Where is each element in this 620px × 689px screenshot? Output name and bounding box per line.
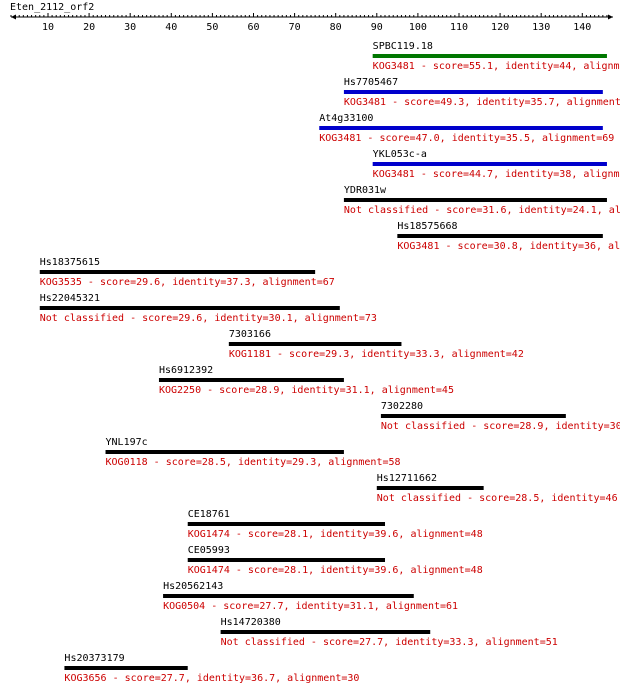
ruler-tick-label: 140 — [573, 22, 591, 33]
hit-id-label[interactable]: Hs18375615 — [40, 257, 100, 268]
hit-annotation[interactable]: KOG1181 - score=29.3, identity=33.3, ali… — [229, 349, 524, 360]
hit-id-label[interactable]: YKL053c-a — [373, 149, 427, 160]
ruler-tick-label: 40 — [165, 22, 177, 33]
ruler-tick-label: 90 — [371, 22, 383, 33]
hit-annotation[interactable]: KOG1474 - score=28.1, identity=39.6, ali… — [188, 529, 483, 540]
hit-id-label[interactable]: CE05993 — [188, 545, 230, 556]
hit-annotation[interactable]: KOG3481 - score=44.7, identity=38, align… — [373, 169, 620, 180]
ruler-tick-label: 10 — [42, 22, 54, 33]
hit-alignment-bar[interactable] — [319, 126, 603, 130]
hit-id-label[interactable]: CE18761 — [188, 509, 230, 520]
hit-id-label[interactable]: Hs6912392 — [159, 365, 213, 376]
hit-id-label[interactable]: Hs18575668 — [397, 221, 457, 232]
hit-id-label[interactable]: SPBC119.18 — [373, 41, 433, 52]
hit-alignment-bar[interactable] — [39, 270, 316, 274]
hit-annotation[interactable]: KOG3656 - score=27.7, identity=36.7, ali… — [64, 673, 359, 684]
hit-id-label[interactable]: Hs14720380 — [221, 617, 281, 628]
ruler-ticks: 10 20 30 40 50 60 70 80 90 100 110 120 130 140 — [10, 13, 613, 33]
hit-id-label[interactable]: YDR031w — [344, 185, 387, 196]
hit-annotation[interactable]: KOG3535 - score=29.6, identity=37.3, ali… — [40, 277, 335, 288]
hit-annotation[interactable]: Not classified - score=28.5, identity=46… — [377, 493, 620, 504]
ruler-tick-label: 130 — [532, 22, 550, 33]
hit-alignment-bar[interactable] — [343, 90, 603, 94]
hit-annotation[interactable]: Not classified - score=27.7, identity=33… — [221, 637, 558, 648]
ruler-tick-label: 80 — [330, 22, 342, 33]
hit-alignment-bar[interactable] — [372, 54, 607, 58]
hit-annotation[interactable]: KOG0504 - score=27.7, identity=31.1, ali… — [163, 601, 458, 612]
hit-id-label[interactable]: Hs7705467 — [344, 77, 398, 88]
hit-alignment-bar[interactable] — [228, 342, 402, 346]
hit-alignment-bar[interactable] — [163, 594, 414, 598]
hit-alignment-bar[interactable] — [39, 306, 340, 310]
hit-alignment-bar[interactable] — [343, 198, 607, 202]
hit-annotation[interactable]: Not classified - score=29.6, identity=30… — [40, 313, 377, 324]
ruler-tick-label: 70 — [289, 22, 301, 33]
hit-alignment-bar[interactable] — [187, 522, 386, 526]
hit-annotation[interactable]: KOG3481 - score=49.3, identity=35.7, ali… — [344, 97, 620, 108]
hit-id-label[interactable]: 7303166 — [229, 329, 271, 340]
hit-alignment-bar[interactable] — [380, 414, 566, 418]
hit-annotation[interactable]: KOG3481 - score=55.1, identity=44, align… — [373, 61, 620, 72]
ruler-tick-label: 110 — [450, 22, 468, 33]
hit-annotation[interactable]: KOG2250 - score=28.9, identity=31.1, ali… — [159, 385, 454, 396]
ruler-tick-label: 30 — [124, 22, 136, 33]
hit-alignment-bar[interactable] — [220, 630, 431, 634]
hit-annotation[interactable]: Not classified - score=28.9, identity=30… — [381, 421, 620, 432]
hit-id-label[interactable]: YNL197c — [106, 437, 148, 448]
hit-id-label[interactable]: 7302280 — [381, 401, 423, 412]
hit-alignment-bar[interactable] — [187, 558, 386, 562]
hit-annotation[interactable]: KOG3481 - score=47.0, identity=35.5, ali… — [319, 133, 614, 144]
hit-alignment-bar[interactable] — [158, 378, 344, 382]
ruler-right-arrow — [608, 14, 613, 20]
hit-id-label[interactable]: Hs20562143 — [163, 581, 223, 592]
ruler-tick-label: 120 — [491, 22, 509, 33]
hit-annotation[interactable]: KOG1474 - score=28.1, identity=39.6, ali… — [188, 565, 483, 576]
ruler-tick-label: 60 — [247, 22, 259, 33]
hit-annotation[interactable]: KOG3481 - score=30.8, identity=36, align… — [397, 241, 620, 252]
hit-alignment-bar[interactable] — [105, 450, 344, 454]
ruler-tick-label: 20 — [83, 22, 95, 33]
ruler-tick-label: 50 — [206, 22, 218, 33]
hit-alignment-bar[interactable] — [376, 486, 484, 490]
hit-id-label[interactable]: Hs22045321 — [40, 293, 100, 304]
hit-alignment-bar[interactable] — [372, 162, 607, 166]
query-name: Eten_2112_orf2 — [10, 2, 94, 13]
hit-alignment-bar[interactable] — [397, 234, 603, 238]
ruler-left-arrow — [11, 14, 16, 20]
hit-alignment-bar[interactable] — [64, 666, 188, 670]
hit-annotation[interactable]: KOG0118 - score=28.5, identity=29.3, ali… — [106, 457, 401, 468]
hit-annotation[interactable]: Not classified - score=31.6, identity=24… — [344, 205, 620, 216]
hit-id-label[interactable]: Hs12711662 — [377, 473, 437, 484]
hit-id-label[interactable]: Hs20373179 — [64, 653, 124, 664]
hit-id-label[interactable]: At4g33100 — [319, 113, 373, 124]
ruler-tick-label: 100 — [409, 22, 427, 33]
